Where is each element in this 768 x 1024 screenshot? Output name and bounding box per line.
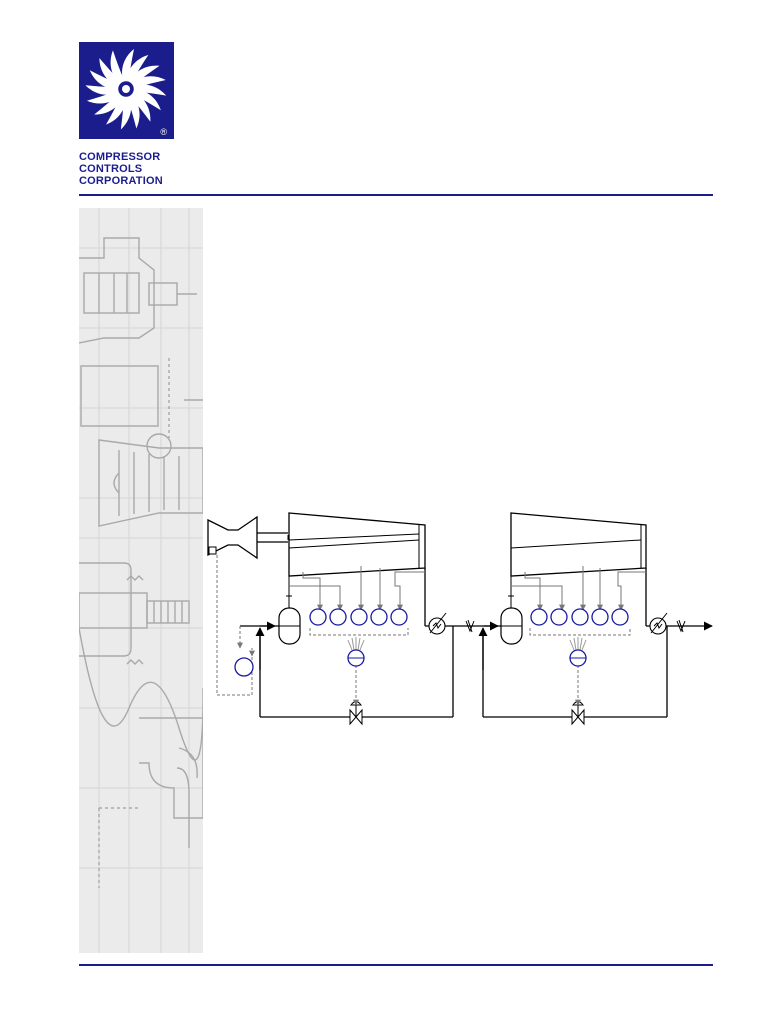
- knockout-drum-icon: [278, 570, 301, 645]
- check-valve-icon: [465, 619, 475, 633]
- check-valve-icon: [676, 619, 686, 633]
- decorative-side-panel: [79, 208, 203, 953]
- company-name-line2: CONTROLS: [79, 163, 143, 175]
- turbine-swirl-icon: ®: [85, 49, 167, 137]
- company-name-line1: COMPRESSOR: [79, 151, 161, 163]
- background-drawing: [79, 208, 203, 953]
- compressor-1: [288, 512, 426, 577]
- controller-circle-icon: [530, 608, 629, 626]
- company-logo: ®: [79, 42, 174, 139]
- knockout-drum-icon: [500, 570, 523, 645]
- compressor-train-diagram: [200, 500, 720, 730]
- controller-circle-icon: [234, 608, 408, 677]
- compressor-2: [510, 512, 647, 577]
- recycle-valve-icon: [349, 701, 363, 726]
- company-name-line3: CORPORATION: [79, 175, 163, 187]
- cooler-icon: [649, 612, 668, 635]
- recycle-valve-icon: [571, 701, 585, 726]
- steam-turbine-icon: [207, 515, 289, 560]
- header-rule: [79, 194, 713, 196]
- cooler-icon: [428, 612, 447, 635]
- process-schematic: [207, 512, 713, 726]
- registered-mark: ®: [160, 127, 167, 137]
- company-name: COMPRESSOR CONTROLS CORPORATION: [79, 151, 209, 187]
- controller-circle-icon: [347, 637, 365, 667]
- controller-circle-icon: [569, 637, 587, 667]
- footer-rule: [79, 964, 713, 966]
